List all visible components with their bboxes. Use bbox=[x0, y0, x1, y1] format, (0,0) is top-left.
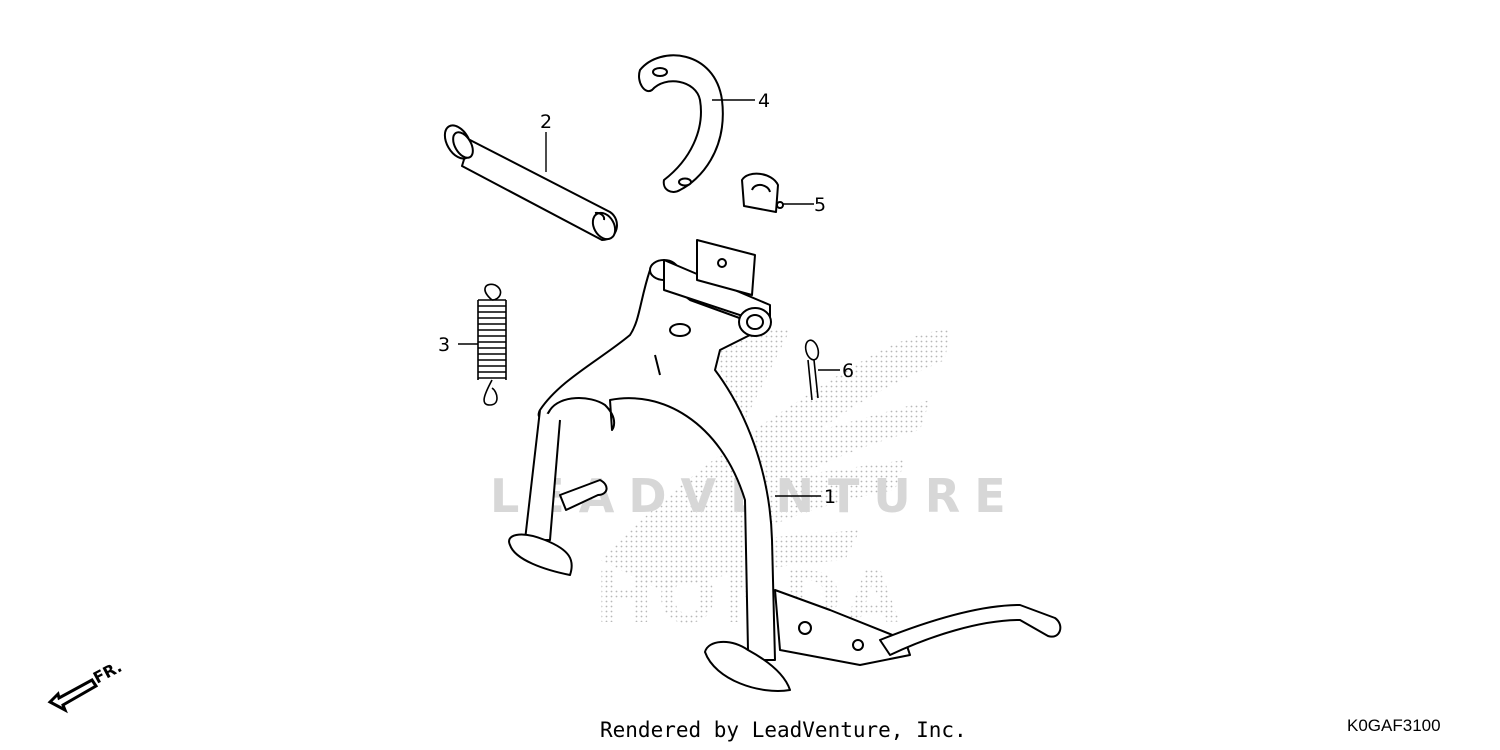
stand-spring bbox=[477, 283, 507, 406]
diagram-code: K0GAF3100 bbox=[1347, 716, 1441, 735]
stand-bracket bbox=[638, 54, 724, 193]
front-direction-arrow-icon bbox=[47, 678, 99, 714]
stopper-rubber bbox=[741, 172, 784, 213]
callout-3[interactable]: 3 bbox=[438, 334, 450, 356]
rendered-by-credit: Rendered by LeadVenture, Inc. bbox=[600, 718, 967, 742]
main-stand bbox=[508, 239, 1062, 692]
cotter-pin bbox=[804, 339, 820, 401]
stand-pivot-shaft bbox=[443, 124, 618, 241]
callout-6[interactable]: 6 bbox=[842, 360, 854, 382]
leader-lines bbox=[458, 99, 840, 497]
callout-2[interactable]: 2 bbox=[540, 111, 552, 133]
watermark-wing-logo bbox=[600, 330, 950, 590]
callout-5[interactable]: 5 bbox=[814, 194, 826, 216]
callout-4[interactable]: 4 bbox=[758, 90, 770, 112]
callout-1[interactable]: 1 bbox=[824, 486, 836, 508]
